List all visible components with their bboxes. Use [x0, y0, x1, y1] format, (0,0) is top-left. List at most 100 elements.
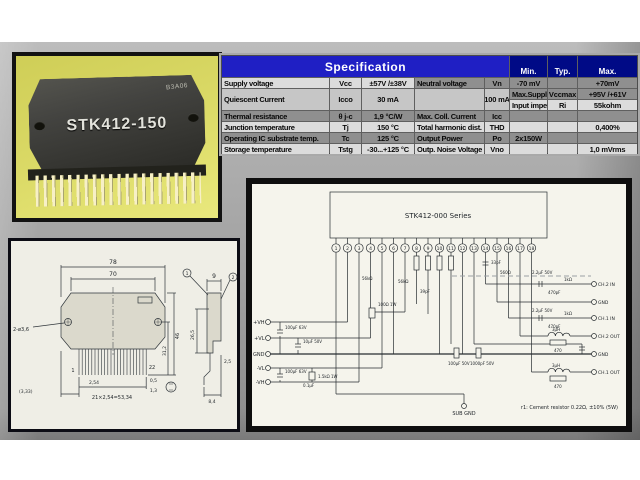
pin-6: 6	[392, 246, 395, 252]
ic-block	[329, 191, 548, 239]
dim-side-base: 8,4	[208, 399, 215, 405]
mechanical-drawing: 78 70 2-ø3,6 46 31,2 1 22 2,54 21×2,54=5…	[13, 259, 238, 405]
part-label: 56kΩ	[362, 276, 372, 281]
spec-symbol: Tstg	[330, 144, 361, 154]
specification-table: Specification Min. Typ. Max. Supply volt…	[219, 53, 640, 156]
part-label: 560Ω	[500, 270, 511, 275]
spec-param: Neutral voltage	[415, 78, 484, 88]
part-label: 1.5kΩ 1W	[318, 374, 338, 379]
chip-part-number: STK412-150	[66, 114, 168, 135]
application-schematic: STK412-000 Series 1 2 3 4 5 6 7 8 9 10	[253, 191, 620, 417]
pin-11: 11	[448, 246, 454, 252]
pin-12: 12	[460, 246, 466, 252]
col-header-min: Min.	[510, 56, 547, 77]
spec-param: Output Power	[415, 133, 484, 143]
part-label: 470	[554, 348, 562, 353]
part-label: 3µH	[552, 363, 560, 368]
spec-symbol: Icc	[485, 111, 509, 121]
spec-symbol: Icco	[330, 89, 361, 110]
spec-value: 150 °C	[362, 122, 414, 132]
part-label: 100µF 63V	[285, 325, 307, 330]
spec-max: 0,400%	[578, 122, 637, 132]
pin-14: 14	[483, 246, 489, 252]
spec-min	[510, 122, 547, 132]
dim-holes: 2-ø3,6	[13, 327, 29, 333]
spec-typ	[548, 133, 577, 143]
spec-symbol: Vcc	[330, 78, 361, 88]
spec-max: 1,0 mVrms	[578, 144, 637, 154]
spec-symbol: Po	[485, 133, 509, 143]
terminal-vh-neg: -VH	[256, 380, 265, 386]
spec-symbol: THD	[485, 122, 509, 132]
spec-typ	[548, 144, 577, 154]
pin-17: 17	[517, 246, 523, 252]
part-label: 100Ω 1W	[378, 302, 397, 307]
spec-typ	[548, 122, 577, 132]
pin-5: 5	[381, 246, 384, 252]
schematic-note: r1: Cement resistor 0.22Ω, ±10% (5W)	[521, 405, 618, 411]
part-label: 3µH	[552, 327, 560, 332]
terminal-ch1-in: CH.1 IN	[598, 316, 615, 322]
spec-max	[578, 111, 637, 121]
ic-package: B3A06 STK412-150	[28, 75, 206, 172]
part-label: 470	[554, 384, 562, 389]
spec-symbol: Tj	[330, 122, 361, 132]
spec-value: 1,9 °C/W	[362, 111, 414, 121]
pin-13: 13	[471, 246, 477, 252]
callout-mark-2: 2	[232, 275, 235, 281]
dim-pitch-total: 21×2,54=53,34	[92, 395, 132, 401]
terminal-ch2-out: CH.2 OUT	[598, 334, 620, 340]
spec-param: Outp. Noise Voltage	[415, 144, 484, 154]
terminal-sub-gnd: SUB GND	[452, 411, 475, 417]
spec-param: Max.Supply voltage	[510, 89, 547, 99]
pin-9: 9	[427, 246, 430, 252]
pin-3: 3	[358, 246, 361, 252]
part-label: 100µF 63V	[285, 369, 307, 374]
pin-16: 16	[506, 246, 512, 252]
spec-value: ±57V /±38V	[362, 78, 414, 88]
chip-photo: B3A06 STK412-150	[16, 56, 218, 218]
dim-side-height: 26,5	[190, 330, 196, 340]
dim-lead-offset: (3,33)	[19, 389, 33, 395]
part-label: 33pF	[491, 260, 502, 265]
spec-title: Specification	[222, 56, 509, 77]
spec-symbol: Vn	[485, 78, 509, 88]
spec-typ	[548, 111, 577, 121]
spec-value: -30...+125 °C	[362, 144, 414, 154]
dim-height: 46	[175, 333, 181, 339]
schematic-title: STK412-000 Series	[405, 212, 472, 220]
spec-typ	[415, 89, 484, 110]
chip-date-code: B3A06	[165, 82, 189, 92]
spec-typ	[548, 78, 577, 88]
spec-symbol: Vno	[485, 144, 509, 154]
spec-min	[510, 144, 547, 154]
terminal-gnd-left: GND	[253, 352, 265, 358]
dim-body-width: 70	[109, 271, 117, 278]
dim-side-width: 9	[212, 273, 216, 280]
mounting-hole-right	[187, 113, 198, 122]
pin-10: 10	[437, 246, 443, 252]
pin-15: 15	[494, 246, 500, 252]
part-label: 1kΩ	[564, 277, 572, 282]
spec-max: +70mV	[578, 78, 637, 88]
terminal-ch2-in: CH.2 IN	[598, 282, 615, 288]
col-header-max: Max.	[578, 56, 637, 77]
dim-pin-thickness: 1,3	[150, 388, 157, 394]
spec-param: Total harmonic dist.	[415, 122, 484, 132]
mechanical-drawing-frame: 78 70 2-ø3,6 46 31,2 1 22 2,54 21×2,54=5…	[8, 238, 240, 432]
pin-number-22: 22	[149, 365, 155, 371]
callout-mark-1: 1	[186, 271, 189, 277]
pin-8: 8	[415, 246, 418, 252]
pin-number-1: 1	[71, 368, 74, 374]
spec-value: 55kohm	[578, 100, 637, 110]
schematic-frame: STK412-000 Series 1 2 3 4 5 6 7 8 9 10	[246, 178, 632, 432]
spec-value: 125 °C	[362, 133, 414, 143]
dim-overall-width: 78	[109, 259, 117, 266]
spec-min: 2x150W	[510, 133, 547, 143]
dim-pitch: 2,54	[89, 380, 99, 386]
spec-symbol: Tc	[330, 133, 361, 143]
spec-value: +95V /+61V	[578, 89, 637, 99]
spec-max: 100 mA	[485, 89, 509, 110]
spec-param: Input impedance	[510, 100, 547, 110]
